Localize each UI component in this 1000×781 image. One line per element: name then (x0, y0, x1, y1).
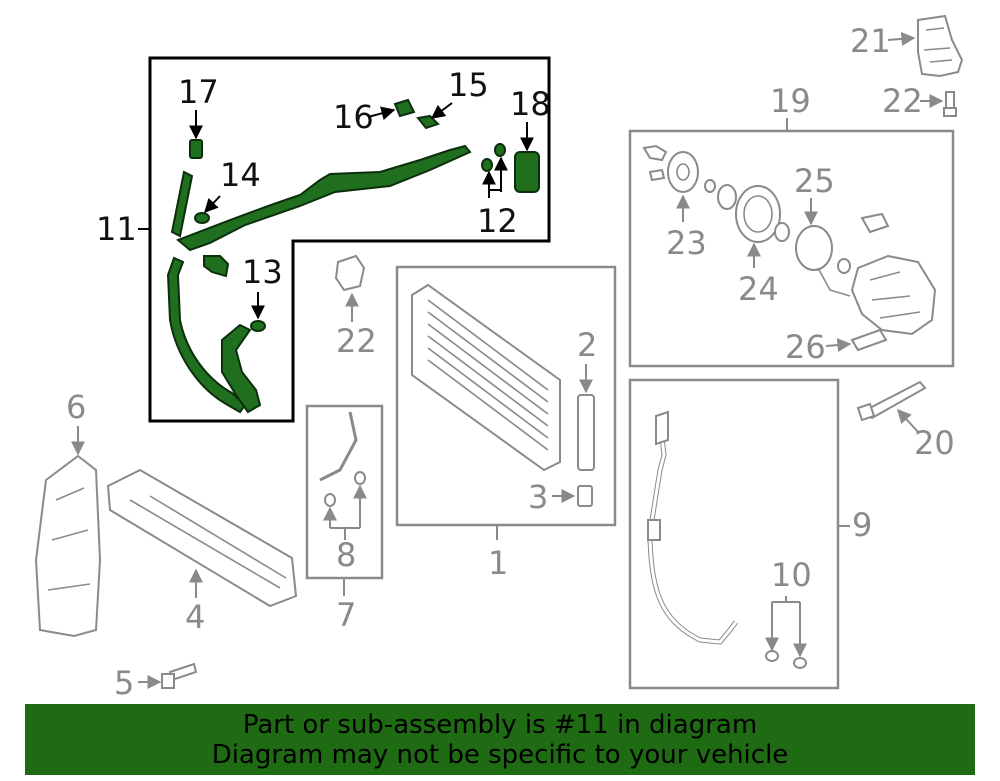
callout-23[interactable]: 23 (666, 224, 707, 262)
callout-5[interactable]: 5 (114, 664, 134, 702)
callout-11[interactable]: 11 (96, 210, 137, 248)
o-ring-12b (494, 143, 506, 157)
plug-3[interactable] (577, 485, 593, 507)
banner-line-1: Part or sub-assembly is #11 in diagram (242, 709, 758, 740)
bolt-22-top[interactable] (943, 91, 957, 117)
bracket-22-mid[interactable] (334, 254, 366, 292)
callout-8[interactable]: 8 (336, 536, 356, 574)
o-ring-14 (194, 212, 210, 224)
clutch-parts[interactable] (642, 144, 937, 352)
callout-15[interactable]: 15 (448, 66, 489, 104)
banner-line-2: Diagram may not be specific to your vehi… (211, 739, 789, 770)
o-ring-10b[interactable] (793, 657, 807, 669)
callout-13[interactable]: 13 (242, 253, 283, 291)
callout-21[interactable]: 21 (850, 22, 891, 60)
callout-12[interactable]: 12 (477, 202, 518, 240)
info-banner: Part or sub-assembly is #11 in diagram D… (25, 704, 975, 775)
assembly-9-box (628, 378, 840, 690)
condenser-1[interactable] (411, 283, 595, 472)
bolt-5[interactable] (161, 662, 198, 689)
callout-2[interactable]: 2 (577, 326, 597, 364)
callout-9[interactable]: 9 (852, 506, 872, 544)
assembly-19-box (628, 129, 955, 368)
assembly-1-box (395, 265, 617, 527)
discharge-hose (166, 256, 247, 414)
o-ring-12a (481, 158, 493, 172)
callout-18[interactable]: 18 (510, 85, 551, 123)
bracket-clip (203, 255, 230, 278)
suction-hose (176, 144, 472, 252)
receiver-drier-18 (514, 151, 540, 193)
callout-25[interactable]: 25 (794, 162, 835, 200)
callout-7[interactable]: 7 (336, 596, 356, 634)
bolt-20[interactable] (856, 380, 927, 422)
callout-17[interactable]: 17 (178, 73, 219, 111)
callout-26[interactable]: 26 (785, 328, 826, 366)
callout-22-top[interactable]: 22 (882, 82, 923, 120)
callout-19[interactable]: 19 (770, 82, 811, 120)
callout-1[interactable]: 1 (488, 544, 508, 582)
nut-16 (393, 98, 416, 118)
callout-22-mid[interactable]: 22 (336, 322, 377, 360)
bolt-15 (416, 114, 440, 130)
assembly-11-group[interactable] (138, 56, 551, 423)
bracket-21[interactable] (917, 14, 964, 78)
o-ring-10a[interactable] (765, 650, 779, 662)
callout-14[interactable]: 14 (220, 156, 261, 194)
callout-16[interactable]: 16 (333, 98, 374, 136)
callout-10[interactable]: 10 (771, 556, 812, 594)
line-7[interactable] (319, 411, 366, 507)
valve-cap-17 (189, 139, 203, 159)
guide-6[interactable] (34, 454, 102, 638)
callout-3[interactable]: 3 (528, 478, 548, 516)
callout-6[interactable]: 6 (66, 388, 86, 426)
shield-4[interactable] (106, 468, 298, 608)
callout-4[interactable]: 4 (185, 598, 205, 636)
o-ring-13 (250, 320, 266, 332)
callout-20[interactable]: 20 (914, 424, 955, 462)
callout-24[interactable]: 24 (738, 270, 779, 308)
hose-9[interactable] (647, 410, 738, 645)
